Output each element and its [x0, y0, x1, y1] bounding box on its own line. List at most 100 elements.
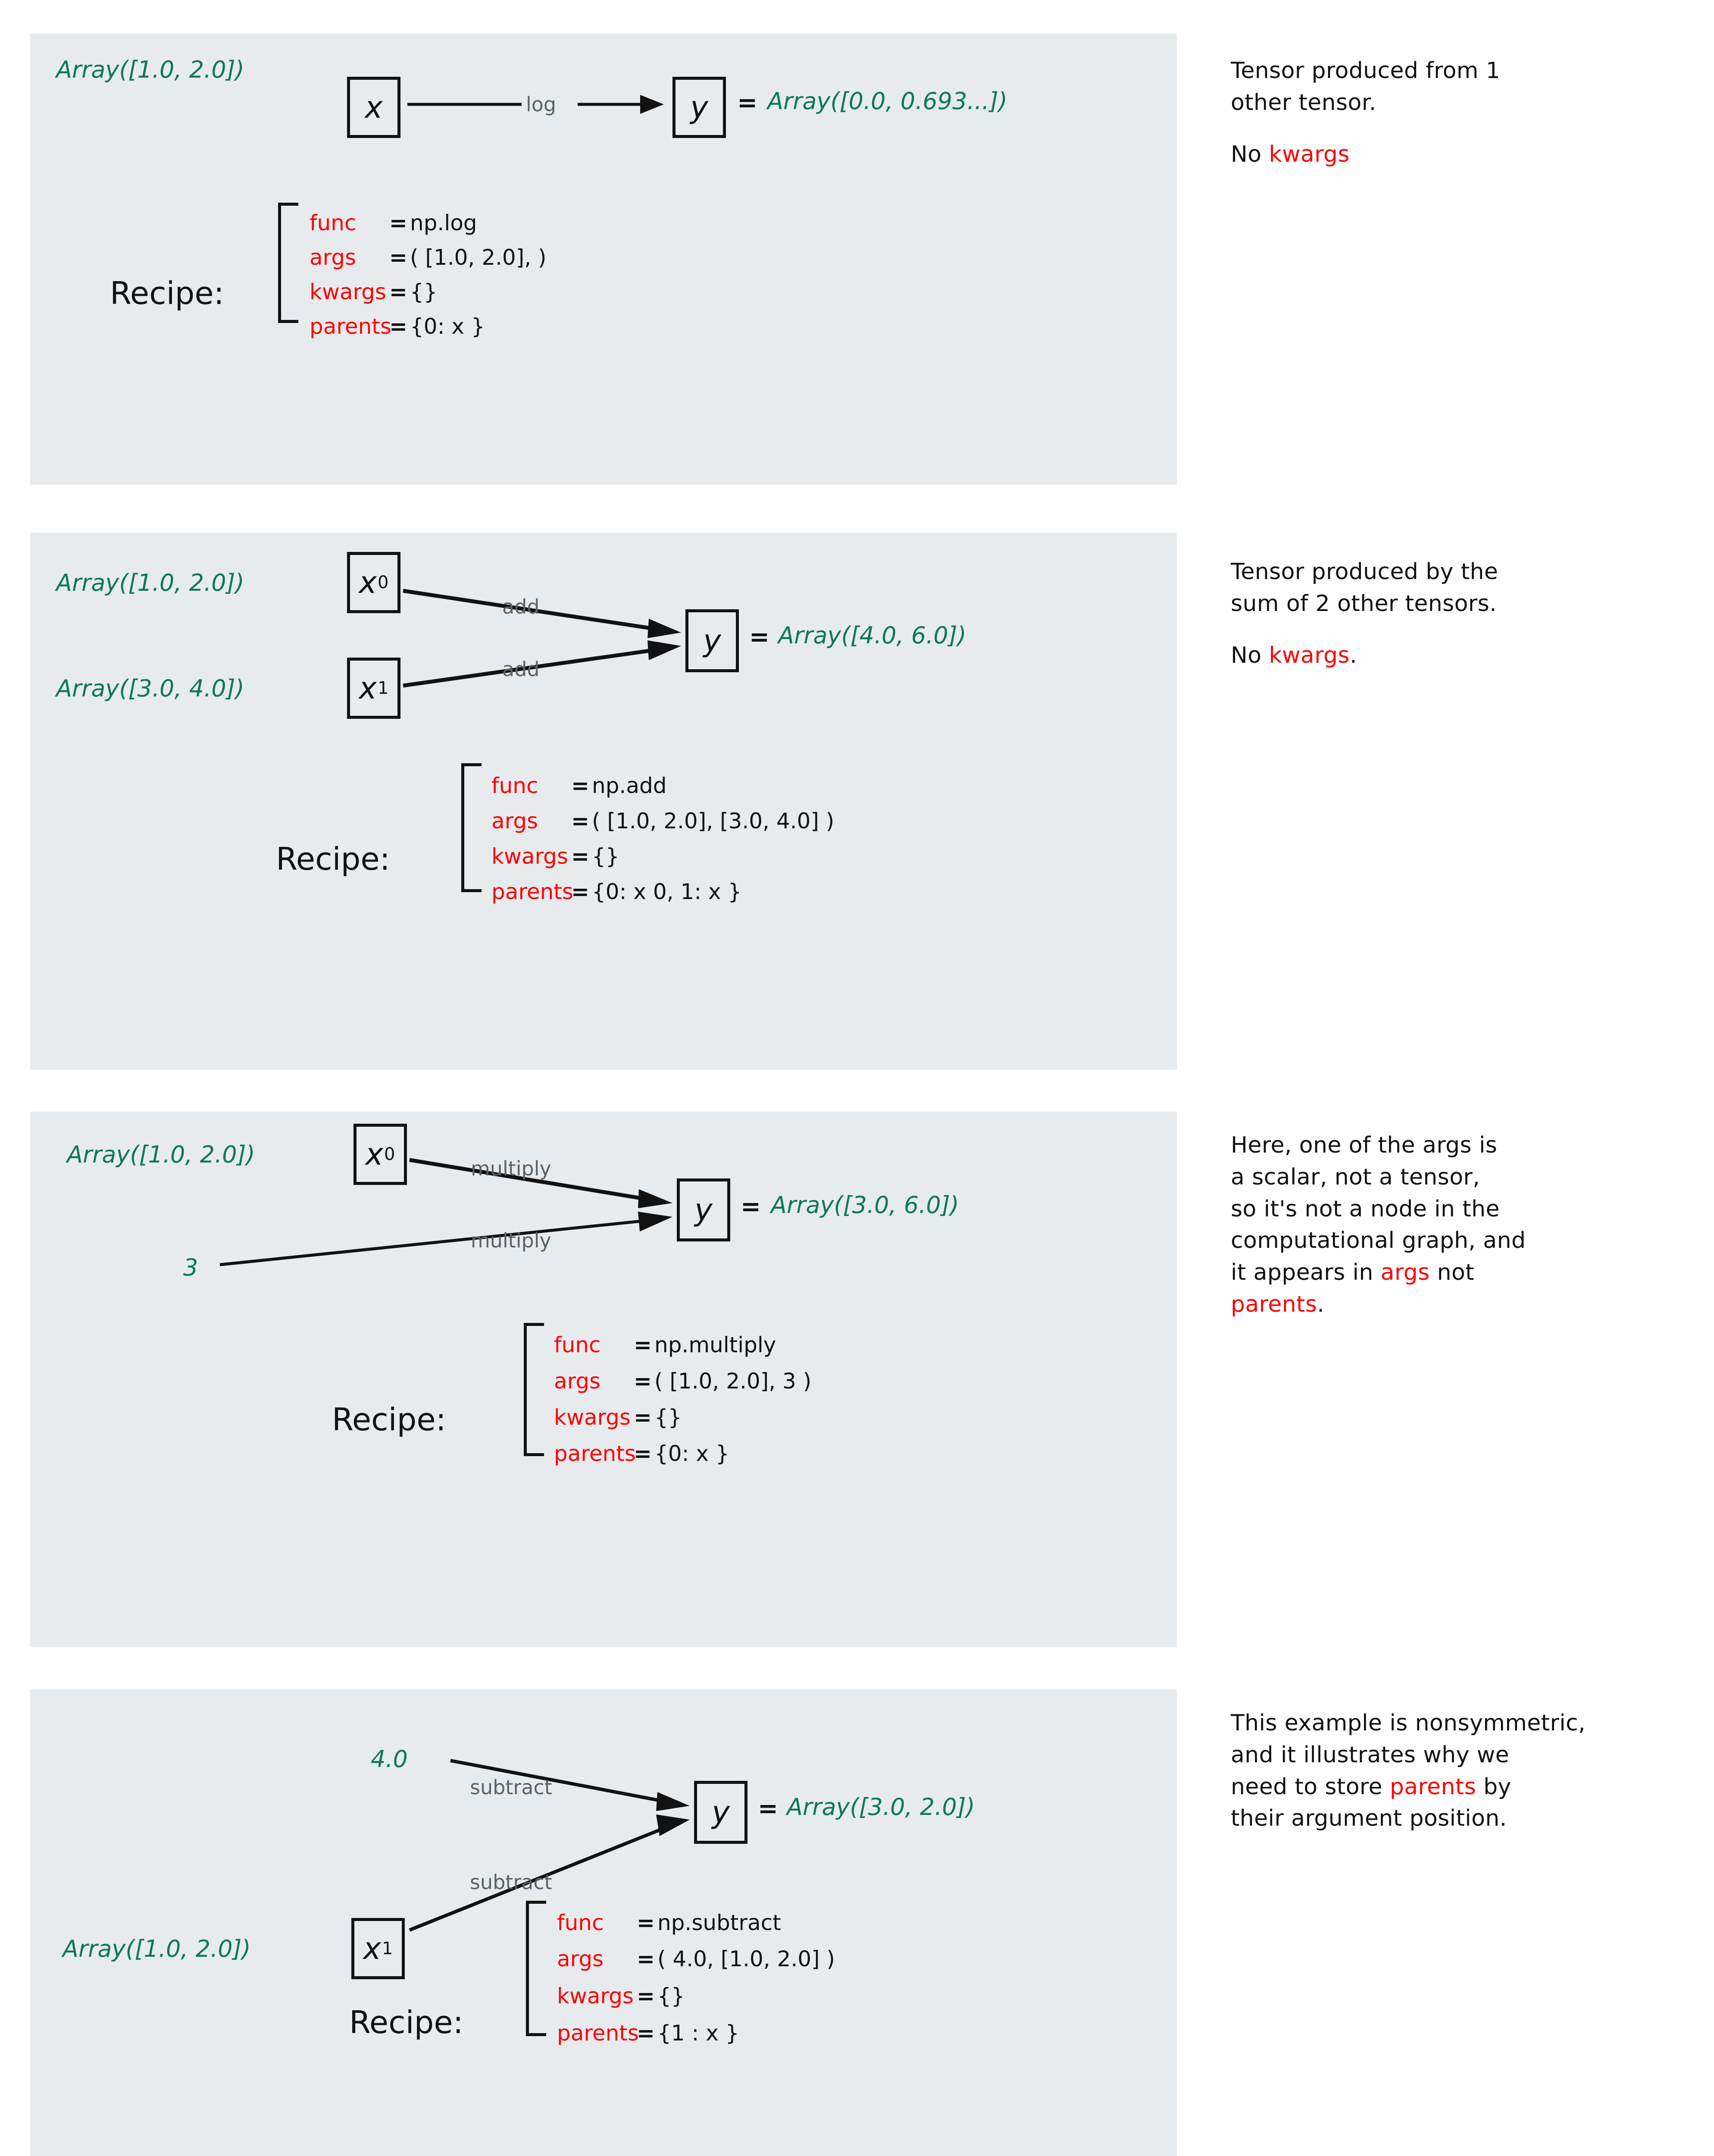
recipe-bracket — [461, 763, 482, 892]
recipe-val-kwargs: {} — [654, 1405, 682, 1430]
recipe-key-parents: parents — [557, 2021, 639, 2046]
panel-log: Array([1.0, 2.0]) x log y = Array([0.0, … — [30, 34, 1177, 485]
recipe-key-args: args — [491, 808, 538, 834]
recipe-row-args: args=( [1.0, 2.0], [3.0, 4.0] ) — [491, 808, 834, 834]
recipe-eq-args: = — [637, 1946, 655, 1971]
annotation-note-pre: No — [1231, 141, 1269, 167]
recipe-val-kwargs: {} — [592, 844, 619, 869]
recipe-key-kwargs: kwargs — [557, 1984, 634, 2009]
recipe-eq-func: = — [634, 1332, 652, 1357]
recipe-key-parents: parents — [310, 314, 391, 339]
recipe-val-args: ( [1.0, 2.0], 3 ) — [654, 1369, 812, 1394]
recipe-row-kwargs: kwargs={} — [557, 1984, 685, 2009]
recipe-row-parents: parents={0: x } — [554, 1441, 729, 1466]
annotation-log: Tensor produced from 1 other tensor. No … — [1231, 55, 1688, 170]
scalar-input-label: 3 — [183, 1254, 198, 1281]
node-y[interactable]: y — [685, 609, 739, 672]
annotation-line: computational graph, and — [1231, 1228, 1526, 1254]
node-y-name: y — [690, 90, 708, 125]
recipe-label: Recipe: — [349, 2004, 463, 2040]
input-array-label: Array([3.0, 4.0]) — [56, 675, 244, 702]
recipe-eq-args: = — [389, 245, 407, 270]
node-x1-subscript: 1 — [377, 678, 389, 698]
recipe-val-parents: {1 : x } — [657, 2021, 739, 2046]
node-x1-subscript: 1 — [382, 1939, 393, 1959]
annotation-line: sum of 2 other tensors. — [1231, 590, 1497, 617]
recipe-key-args: args — [310, 245, 357, 270]
recipe-row-args: args=( [1.0, 2.0], ) — [310, 245, 547, 270]
edge-label-add-0: add — [502, 595, 540, 618]
output-equals: = — [737, 89, 757, 117]
recipe-eq-parents: = — [634, 1441, 652, 1466]
recipe-val-kwargs: {} — [410, 279, 438, 304]
output-value: Array([3.0, 6.0]) — [771, 1191, 959, 1219]
annotation-note: No kwargs. — [1231, 640, 1688, 672]
recipe-row-kwargs: kwargs={} — [310, 279, 438, 304]
recipe-val-parents: {0: x } — [654, 1441, 729, 1466]
recipe-val-kwargs: {} — [657, 1984, 685, 2009]
recipe-eq-parents: = — [571, 879, 589, 904]
recipe-bracket — [524, 1323, 544, 1456]
recipe-row-parents: parents={1 : x } — [557, 2021, 739, 2046]
recipe-key-parents: parents — [554, 1441, 636, 1466]
node-y-name: y — [712, 1795, 730, 1830]
recipe-eq-parents: = — [389, 314, 407, 339]
recipe-eq-func: = — [637, 1910, 655, 1935]
node-x-name: x — [365, 90, 383, 125]
annotation-line: so it's not a node in the — [1231, 1196, 1500, 1222]
recipe-key-kwargs: kwargs — [554, 1405, 631, 1430]
recipe-row-func: func=np.subtract — [557, 1910, 781, 1935]
edge-label-multiply-1: multiply — [471, 1229, 551, 1252]
recipe-val-args: ( 4.0, [1.0, 2.0] ) — [657, 1946, 835, 1971]
edge-label-multiply-0: multiply — [471, 1157, 551, 1180]
recipe-bracket — [526, 1901, 546, 2036]
recipe-val-func: np.multiply — [654, 1332, 776, 1357]
recipe-label: Recipe: — [110, 275, 224, 311]
recipe-key-parents: parents — [491, 879, 573, 904]
recipe-row-kwargs: kwargs={} — [491, 844, 619, 869]
edge-label-add-1: add — [502, 658, 540, 681]
recipe-key-func: func — [557, 1910, 604, 1935]
recipe-eq-args: = — [634, 1369, 652, 1394]
annotation-mixed-pre: need to store — [1231, 1774, 1390, 1800]
annotation-multiply: Here, one of the args is a scalar, not a… — [1231, 1130, 1688, 1321]
annotation-note-pre: No — [1231, 642, 1269, 668]
annotation-line: other tensor. — [1231, 89, 1376, 116]
node-x0-name: x — [365, 1137, 383, 1172]
recipe-val-parents: {0: x 0, 1: x } — [592, 879, 742, 904]
recipe-row-parents: parents={0: x 0, 1: x } — [491, 879, 741, 904]
recipe-val-func: np.add — [592, 773, 667, 798]
recipe-label: Recipe: — [332, 1401, 446, 1438]
recipe-row-func: func=np.log — [310, 210, 477, 235]
annotation-note-post: . — [1349, 642, 1357, 668]
edges-subtract — [409, 1759, 690, 1932]
annotation-keyword-parents: parents — [1231, 1291, 1317, 1318]
recipe-row-args: args =( [1.0, 2.0], 3 ) — [554, 1369, 811, 1394]
recipe-key-args: args — [554, 1369, 601, 1394]
node-x0-name: x — [359, 565, 377, 600]
node-x[interactable]: x — [347, 77, 400, 138]
recipe-key-kwargs: kwargs — [491, 844, 568, 869]
recipe-row-parents: parents={0: x } — [310, 314, 485, 339]
annotation-subtract: This example is nonsymmetric, and it ill… — [1231, 1708, 1688, 1835]
recipe-eq-kwargs: = — [571, 844, 589, 869]
annotation-keyword-kwargs: kwargs — [1269, 141, 1350, 167]
annotation-tail-line: parents. — [1231, 1289, 1688, 1321]
node-y[interactable]: y — [694, 1781, 748, 1844]
recipe-val-func: np.log — [410, 210, 477, 235]
edge-label-subtract-0: subtract — [470, 1776, 552, 1799]
node-y[interactable]: y — [672, 77, 726, 138]
recipe-label: Recipe: — [276, 841, 390, 877]
scalar-input-label: 4.0 — [371, 1745, 408, 1773]
annotation-mixed-line: it appears in args not — [1231, 1257, 1688, 1289]
edge-log — [407, 95, 664, 114]
recipe-eq-kwargs: = — [389, 279, 407, 304]
input-array-label: Array([1.0, 2.0]) — [56, 569, 244, 596]
input-array-label: Array([1.0, 2.0]) — [63, 1935, 251, 1962]
node-y[interactable]: y — [677, 1178, 730, 1241]
